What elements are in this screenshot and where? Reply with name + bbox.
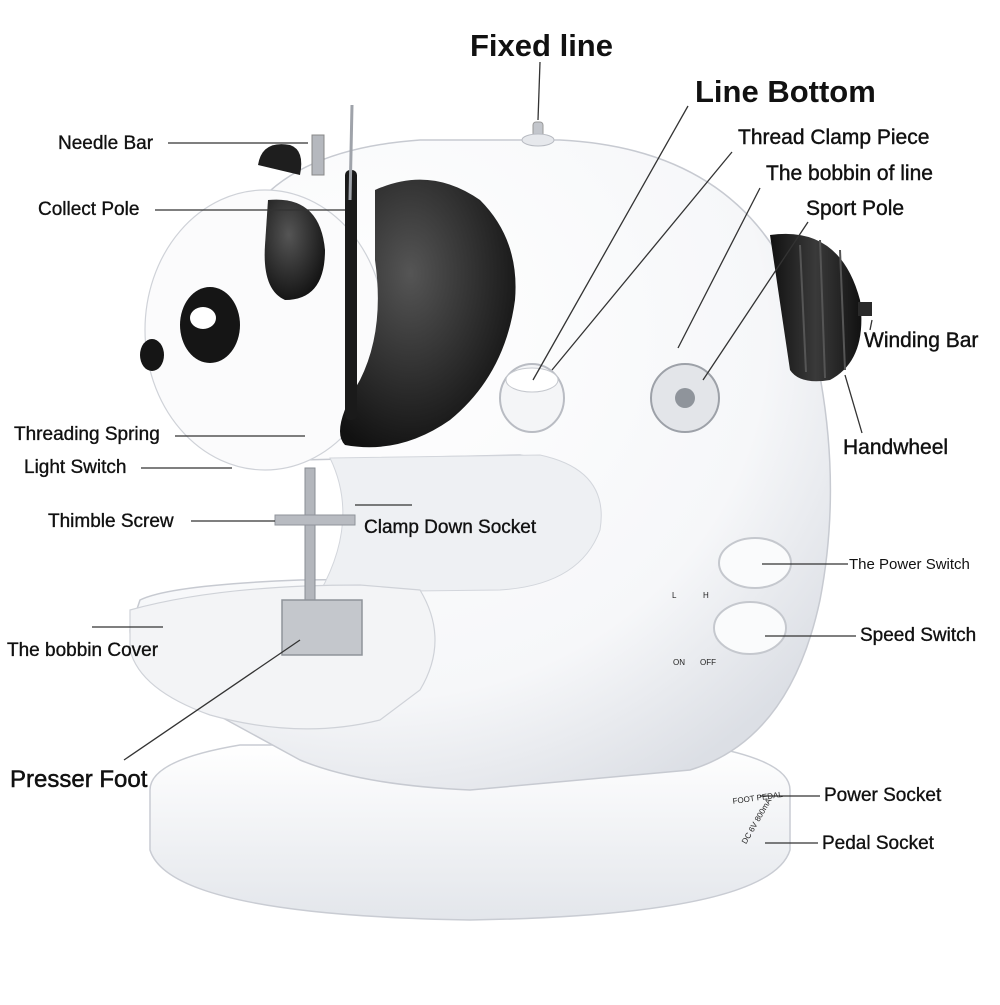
panda-ear	[258, 144, 302, 175]
leader-presser-foot	[123, 639, 301, 761]
leader-fixed-line	[537, 61, 541, 121]
label-collect-pole: Collect Pole	[38, 199, 140, 220]
black-arm-cover	[340, 179, 516, 448]
panda-nose	[140, 339, 164, 371]
panda-eye-highlight	[190, 307, 216, 329]
label-power-switch: The Power Switch	[849, 556, 970, 573]
label-winding-bar: Winding Bar	[864, 329, 979, 352]
label-presser-foot: Presser Foot	[10, 766, 148, 793]
mark-low: L	[672, 591, 677, 600]
leader-winding-bar	[869, 319, 873, 331]
leader-sport-pole	[702, 221, 809, 381]
handwheel-rib-3	[839, 249, 846, 371]
winding-bar	[858, 302, 872, 316]
label-line-bottom: Line Bottom	[695, 74, 876, 109]
label-thimble-screw: Thimble Screw	[48, 511, 174, 532]
leader-line-bottom	[532, 105, 689, 381]
label-power-socket: Power Socket	[824, 785, 942, 806]
label-speed-switch: Speed Switch	[860, 625, 977, 646]
label-threading-spring: Threading Spring	[14, 424, 160, 445]
leader-thread-clamp	[551, 151, 733, 371]
tension-knob-top	[505, 367, 559, 393]
handwheel-rib-1	[799, 244, 807, 373]
label-thread-clamp-piece: Thread Clamp Piece	[738, 126, 930, 149]
fixed-line-pin-base	[521, 133, 555, 147]
label-bobbin-cover: The bobbin Cover	[7, 640, 159, 661]
base-pedestal	[149, 744, 791, 921]
label-bobbin-of-line: The bobbin of line	[766, 162, 933, 185]
label-sport-pole: Sport Pole	[806, 197, 905, 220]
label-light-switch: Light Switch	[24, 457, 127, 478]
label-handwheel: Handwheel	[843, 436, 949, 459]
thread-channel	[345, 170, 357, 420]
bobbin-spindle-center	[675, 388, 695, 408]
label-needle-bar: Needle Bar	[58, 133, 154, 154]
label-fixed-line: Fixed line	[470, 28, 613, 63]
leader-lines	[92, 61, 873, 844]
mark-high: H	[703, 591, 709, 600]
mark-off: OFF	[700, 658, 716, 667]
handwheel-rib-2	[819, 239, 826, 379]
power-switch	[718, 537, 792, 589]
label-clamp-down-socket: Clamp Down Socket	[364, 517, 537, 538]
needle-bar-post	[311, 134, 325, 176]
collect-pole-wire	[348, 104, 354, 201]
leader-handwheel	[844, 374, 863, 434]
needle-bar	[304, 467, 316, 609]
label-pedal-socket: Pedal Socket	[822, 833, 934, 854]
panda-eye-patch	[264, 199, 325, 300]
thimble-screw	[274, 514, 356, 526]
leader-bobbin-line	[677, 187, 761, 349]
speed-switch	[713, 601, 787, 655]
handwheel	[770, 233, 862, 382]
mark-on: ON	[673, 658, 685, 667]
presser-foot-metal	[281, 599, 363, 656]
